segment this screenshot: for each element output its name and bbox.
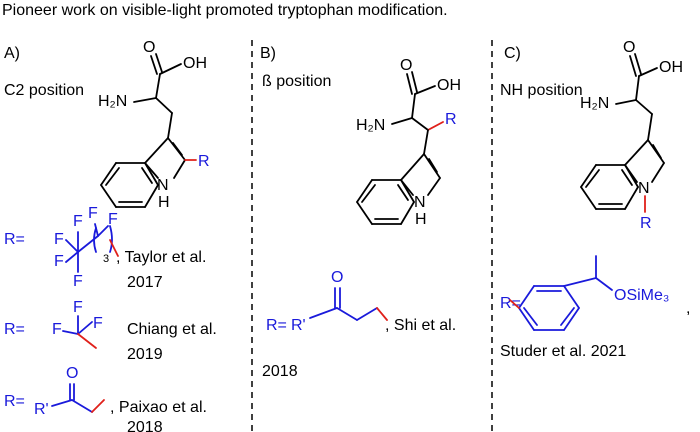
atom-o: O xyxy=(143,39,155,56)
ref-a1-line1: , Taylor et al. xyxy=(116,249,206,266)
svg-text:OH: OH xyxy=(437,77,461,94)
svg-text:F: F xyxy=(93,315,103,332)
panel-c-position: NH position xyxy=(500,82,583,99)
svg-text:OH: OH xyxy=(659,59,683,76)
ref-b1-line1: , Shi et al. xyxy=(385,317,456,334)
subscript-3: 3 xyxy=(103,253,109,265)
r-label: R= xyxy=(4,231,25,248)
svg-text:O: O xyxy=(66,365,78,382)
atom-r: R xyxy=(445,111,457,128)
svg-text:F: F xyxy=(73,273,83,290)
ref-c1-trailing: , xyxy=(686,300,690,317)
svg-text:F: F xyxy=(73,299,83,316)
svg-text:F: F xyxy=(54,231,64,248)
svg-text:H₂N: H₂N xyxy=(580,95,609,112)
svg-text:OSiMe₃: OSiMe₃ xyxy=(614,287,669,304)
atom-nh-n: N xyxy=(157,177,169,194)
substituent-a3: R= O R' , Paixao et al. 2018 xyxy=(4,365,207,432)
svg-text:H₂N: H₂N xyxy=(356,117,385,134)
atom-r: R xyxy=(640,215,652,232)
svg-text:F: F xyxy=(73,213,83,230)
svg-text:O: O xyxy=(623,39,635,56)
svg-text:F: F xyxy=(52,321,62,338)
svg-text:F: F xyxy=(108,211,118,228)
substituent-b1: R= R' O , Shi et al. 2018 xyxy=(262,269,456,380)
panel-b-heading: B) xyxy=(260,45,276,62)
tryptophan-structure-a: O OH H₂N xyxy=(98,39,210,211)
atom-h2n: H₂N xyxy=(98,93,127,110)
svg-text:H: H xyxy=(415,211,427,228)
panel-c: C) NH position O OH H₂N xyxy=(500,39,690,360)
svg-text:N: N xyxy=(414,194,426,211)
atom-oh: OH xyxy=(183,55,207,72)
ref-c1-line1: Studer et al. 2021 xyxy=(500,343,626,360)
panel-a-position: C2 position xyxy=(4,82,84,99)
substituent-a1: R= F F F F F F 3 , Taylor et al. 2017 xyxy=(4,205,206,291)
svg-text:O: O xyxy=(331,269,343,286)
ref-b1-line2: 2018 xyxy=(262,363,298,380)
tryptophan-structure-c: O OH H₂N N xyxy=(580,39,683,232)
panel-b: B) ß position O OH H₂N R xyxy=(260,45,461,380)
ref-a2-line1: Chiang et al. xyxy=(127,321,217,338)
ref-a3-line1: , Paixao et al. xyxy=(110,399,207,416)
svg-text:R': R' xyxy=(34,401,49,418)
r-label: R= xyxy=(4,393,25,410)
svg-text:F: F xyxy=(88,205,98,222)
panel-a: A) C2 position O OH H₂N xyxy=(4,39,217,432)
substituent-c1: R= OSiMe₃ , Studer et al. 2021 xyxy=(500,255,690,360)
svg-text:O: O xyxy=(400,57,412,74)
atom-r: R xyxy=(198,153,210,170)
substituent-a2: R= F F F Chiang et al. 2019 xyxy=(4,299,217,363)
ref-a3-line2: 2018 xyxy=(127,419,163,432)
panel-a-heading: A) xyxy=(4,45,20,62)
r-label: R= xyxy=(500,295,521,312)
ref-a1-line2: 2017 xyxy=(127,274,163,291)
atom-nh-h: H xyxy=(158,194,170,211)
svg-text:R': R' xyxy=(291,317,306,334)
panel-c-heading: C) xyxy=(504,45,521,62)
svg-text:N: N xyxy=(638,180,650,197)
figure-title: Pioneer work on visible-light promoted t… xyxy=(2,2,448,19)
r-label: R= xyxy=(266,317,287,334)
panel-b-position: ß position xyxy=(262,73,331,90)
svg-text:F: F xyxy=(54,253,64,270)
tryptophan-structure-b: O OH H₂N R xyxy=(356,57,461,228)
r-label: R= xyxy=(4,321,25,338)
ref-a2-line2: 2019 xyxy=(127,346,163,363)
